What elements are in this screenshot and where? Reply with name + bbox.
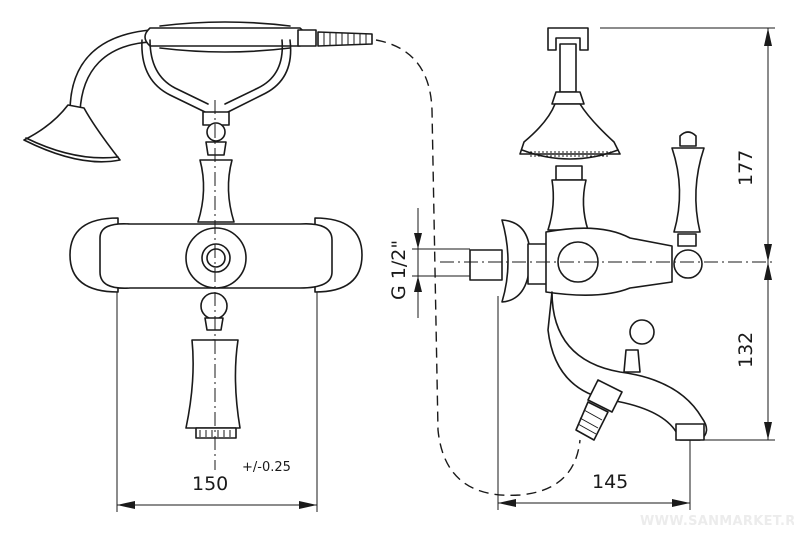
hose-outlet xyxy=(587,379,623,413)
dimension-thread-size: G 1/2" xyxy=(388,240,410,300)
wall-escutcheon-side xyxy=(501,219,531,303)
dimension-145: 145 xyxy=(592,471,628,493)
dimension-spout-reach: 145 xyxy=(497,296,691,510)
diverter-handle xyxy=(197,159,235,223)
dimension-tolerance: +/-0.25 xyxy=(242,460,291,475)
shower-head-side xyxy=(519,103,621,155)
hose-ribs xyxy=(317,31,373,47)
diverter-knob xyxy=(200,292,228,320)
hose-connector xyxy=(297,29,317,47)
dimension-150: 150 xyxy=(192,473,228,495)
handshower-handle xyxy=(144,27,306,47)
shower-hose-neck xyxy=(69,29,161,113)
dimension-width-front: 150 +/-0.25 xyxy=(116,292,318,512)
lever-handle xyxy=(671,147,705,233)
dimension-heights: 177 132 xyxy=(600,27,775,441)
spout-front xyxy=(185,339,241,429)
handshower-head xyxy=(23,104,121,163)
watermark: WWW.SANMARKET.RU xyxy=(640,514,794,529)
front-view xyxy=(23,21,373,470)
wall-hook xyxy=(547,27,589,51)
spout-side xyxy=(547,291,708,441)
dimension-177: 177 xyxy=(735,150,757,186)
cradle xyxy=(141,39,292,113)
shower-hose xyxy=(375,39,581,497)
side-view xyxy=(440,27,775,441)
dimension-thread: G 1/2" xyxy=(388,208,470,318)
dimension-132: 132 xyxy=(735,332,757,368)
